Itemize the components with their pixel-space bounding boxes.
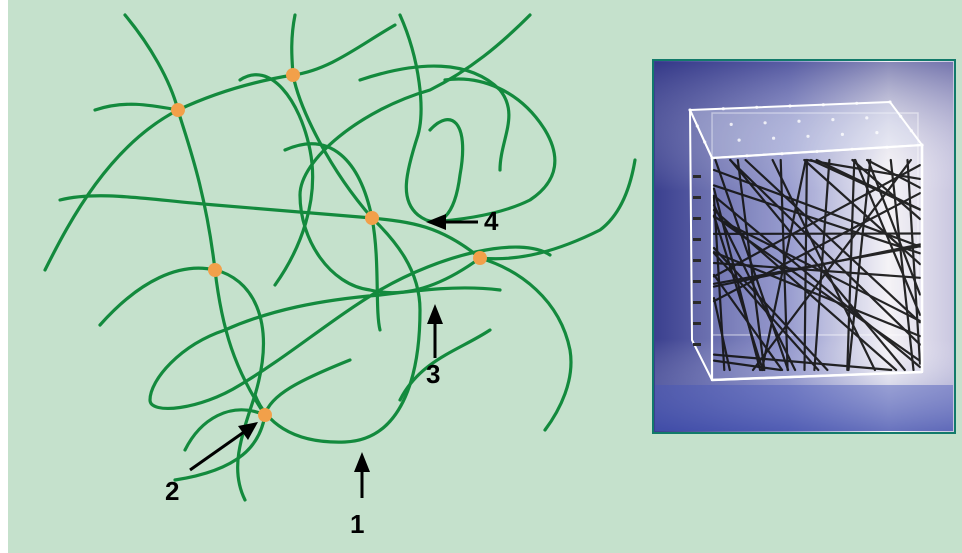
cube-fiber [712,353,893,372]
cube-model-photo [652,59,956,434]
cube-top-dot [703,140,707,144]
crosslink-dot [258,408,272,422]
polymer-chain [43,108,180,272]
cube-top-dot [721,107,725,111]
acrylic-cube [688,100,924,382]
cube-fiber [712,246,829,372]
cube-fiber [744,158,922,324]
annotation-arrows [189,214,478,498]
cube-top-dot [745,154,749,158]
cube-fiber [712,359,783,372]
crosslink-dot [171,103,185,117]
cube-fiber-end [693,280,701,283]
cube-top-dot [772,136,776,140]
cube-top-dot [788,104,792,108]
cube-fiber [712,251,922,338]
cube-fibers [712,158,922,372]
polymer-chain [398,13,465,224]
polymer-chain [148,245,552,411]
cube-fiber [803,158,809,372]
arrow-4 [426,214,478,230]
cube-top-dot [888,100,892,104]
cube-fiber-end [693,217,701,220]
polymer-chain [398,328,492,402]
cube-top-dot [780,152,784,156]
crosslinks [171,68,487,422]
cube-fiber-end [693,343,701,346]
cube-top-dot [755,105,759,109]
crosslink-dot [208,263,222,277]
cube-top-dot [909,129,913,133]
polymer-chain [238,73,315,287]
polymer-chain [358,64,511,172]
polymer-chain [98,266,265,502]
cube-top-dot [710,156,714,160]
cube-fiber [751,158,913,372]
cube-top-dot [865,116,869,120]
arrow-3 [427,304,443,358]
cube-fiber [846,158,856,372]
cube-fiber-end [693,196,701,199]
cube-fiber-end [693,175,701,178]
crosslink-dot [473,251,487,265]
cube-top-dot [850,147,854,151]
cube-top-dot [815,149,819,154]
cube-fiber [712,243,922,288]
photo-floor [655,385,953,431]
cube-fiber [906,158,922,365]
cube-fiber [712,184,922,255]
polymer-chain [58,158,637,261]
cube-top-dot [688,108,692,112]
cube-fiber [712,215,922,323]
cube-fiber [866,158,922,296]
cube-fiber [712,204,797,372]
cube-top-dot [875,131,879,135]
cube-fiber-end [693,322,701,325]
arrow-1 [354,452,370,498]
crosslink-dot [286,68,300,82]
polymer-chains [43,13,637,502]
cube-top-dot [729,122,733,126]
cube-top-dot [737,138,741,142]
cube-side-face [689,109,713,381]
cube-top-dot [899,114,903,118]
polymer-chain [123,13,267,417]
label-4: 4 [484,206,499,236]
label-2: 2 [165,476,179,506]
cube-fiber [854,158,922,316]
polymer-chain [428,77,557,224]
cube-top-dot [885,145,889,149]
cube-top-dot [695,124,699,128]
cube-fiber [889,158,915,372]
cube-fiber [712,192,922,303]
cube-fiber [729,158,922,346]
cube-fiber-end [693,259,701,262]
cube-fiber [714,158,790,372]
arrow-2 [189,422,258,472]
polymer-chain [93,23,397,112]
cube-top-dot [855,101,859,105]
cube-fiber [712,194,922,369]
label-3: 3 [426,359,440,389]
cube-fiber [712,214,922,362]
cube-fiber [712,214,764,372]
cube-fiber [865,158,922,189]
cube-top-dot [763,121,767,125]
annotation-labels: 1 2 3 4 [165,206,499,539]
cube-top-dot [831,118,835,122]
polymer-chain [253,13,422,444]
cube-fiber-end [693,301,701,304]
polymer-chain [183,408,267,452]
polymer-chain [478,256,573,432]
cube-top-dot [806,134,810,138]
cube-top-dot [797,119,801,123]
crosslink-dot [365,211,379,225]
cube-fiber-end [693,238,701,241]
cube-top-dot [840,132,845,136]
label-1: 1 [350,509,364,539]
cube-top-dot [821,103,825,107]
